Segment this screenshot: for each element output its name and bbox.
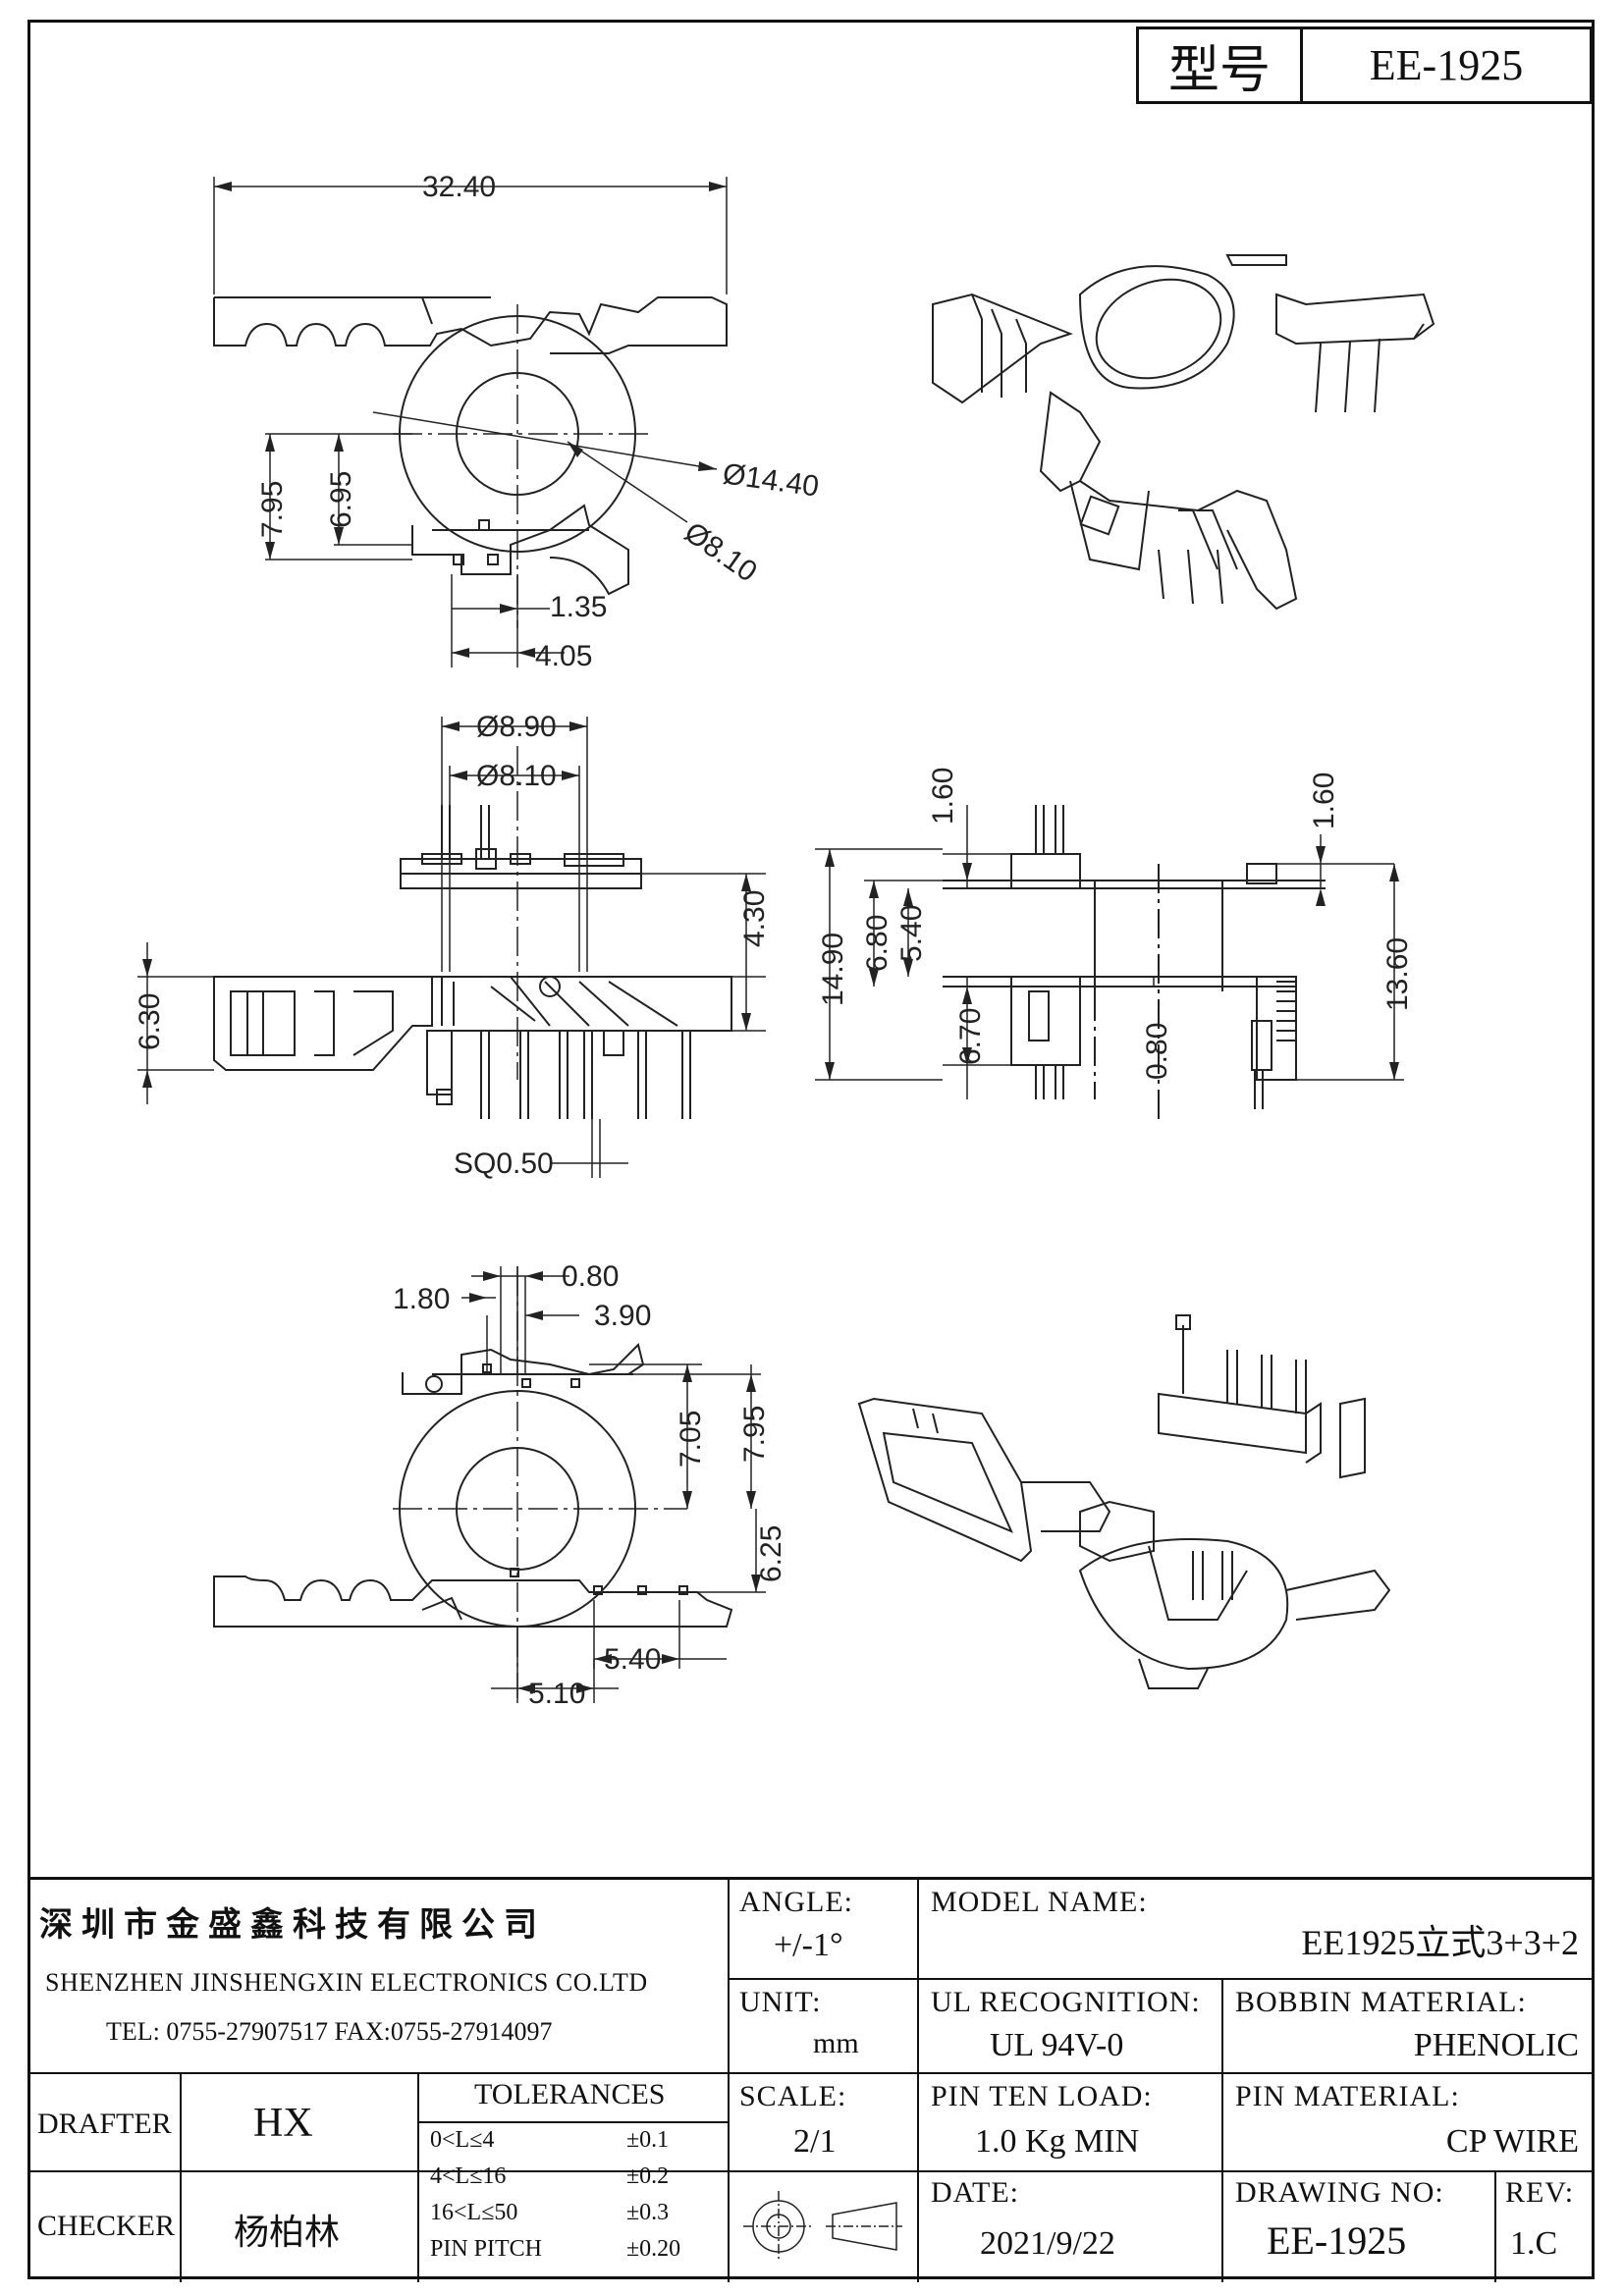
dim-0-80: 0.80 [1141,1023,1173,1080]
pin-material-value: CP WIRE [1445,2123,1579,2160]
dim-7-05: 7.05 [675,1411,707,1468]
dim-5-40b: 5.40 [604,1643,661,1676]
dim-1-60b: 1.60 [1308,773,1340,829]
rev-value: 1.C [1510,2225,1558,2262]
dim-dia-8-10b: Ø8.10 [476,760,557,792]
dim-32-40: 32.40 [422,171,496,203]
dim-6-95: 6.95 [325,471,357,528]
checker-value: 杨柏林 [234,2213,341,2253]
bobbin-material-label: BOBBIN MATERIAL: [1235,1986,1527,2018]
tolerance-range-4: PIN PITCH [430,2236,543,2262]
front-view-bottom [213,1266,733,1698]
pin-material-label: PIN MATERIAL: [1235,2080,1460,2112]
drafter-label: DRAFTER [37,2108,172,2140]
angle-label: ANGLE: [739,1886,853,1918]
dim-sq-0-50: SQ0.50 [454,1148,554,1180]
dim-3-90: 3.90 [594,1300,651,1332]
dim-6-70: 6.70 [954,1008,987,1065]
dim-5-40: 5.40 [895,905,928,962]
model-name-value: EE1925立式3+3+2 [1301,1923,1579,1962]
ul-label: UL RECOGNITION: [931,1986,1201,2018]
date-value: 2021/9/22 [980,2225,1115,2262]
model-box: 型号 EE-1925 [1136,27,1593,104]
dim-6-30: 6.30 [134,993,166,1050]
checker-label: CHECKER [37,2210,176,2242]
isometric-view-top [932,254,1435,611]
tolerance-range-3: 16<L≤50 [430,2200,518,2225]
drafter-value: HX [253,2101,313,2146]
drawing-no-label: DRAWING NO: [1235,2176,1444,2209]
dim-4-05: 4.05 [535,640,592,672]
pin-load-value: 1.0 Kg MIN [975,2123,1140,2160]
dim-13-60: 13.60 [1381,937,1414,1011]
pin-load-label: PIN TEN LOAD: [931,2080,1153,2112]
dim-1-80: 1.80 [393,1283,450,1315]
drawing-no-value: EE-1925 [1267,2218,1407,2263]
scale-value: 2/1 [793,2123,837,2160]
dim-1-60a: 1.60 [927,768,959,825]
dim-6-25: 6.25 [755,1525,787,1582]
drawing-frame [27,20,1595,2279]
side-view-right [943,805,1326,1119]
company-name-cn: 深圳市金盛鑫科技有限公司 [39,1905,546,1945]
side-view-left [213,746,732,1119]
front-view-top [213,296,728,628]
model-label: 型号 [1139,29,1303,101]
dim-4-30: 4.30 [738,890,771,947]
bobbin-material-value: PHENOLIC [1413,2027,1579,2063]
technical-drawing: 32.40 Ø14.40 Ø8.10 7.95 6.95 1.35 4.05 Ø… [134,171,1435,1710]
dim-14-90: 14.90 [817,933,849,1006]
company-name-en: SHENZHEN JINSHENGXIN ELECTRONICS CO.LTD [45,1968,648,1997]
unit-value: mm [813,2027,859,2059]
tolerance-range-2: 4<L≤16 [430,2163,507,2189]
projection-symbol-icon [743,2191,902,2262]
tolerance-range-1: 0<L≤4 [430,2127,495,2153]
dim-dia-8-90: Ø8.90 [476,711,557,743]
dim-dia-8-10: Ø8.10 [678,516,763,589]
tolerance-value-2: ±0.2 [626,2163,670,2189]
dim-6-80: 6.80 [861,915,893,972]
dim-7-95b: 7.95 [738,1406,771,1463]
scale-label: SCALE: [739,2080,847,2112]
ul-value: UL 94V-0 [990,2027,1124,2063]
tolerance-value-1: ±0.1 [626,2127,670,2153]
unit-label: UNIT: [739,1986,822,2018]
dim-7-95: 7.95 [256,481,289,538]
dim-1-35: 1.35 [550,591,607,623]
tolerances-label: TOLERANCES [474,2078,666,2110]
model-value: EE-1925 [1369,41,1524,89]
tolerance-value-3: ±0.3 [626,2200,670,2225]
date-label: DATE: [931,2176,1019,2209]
angle-value: +/-1° [774,1927,843,1963]
title-block: 深圳市金盛鑫科技有限公司 SHENZHEN JINSHENGXIN ELECTR… [27,1877,1595,2282]
dim-0-80b: 0.80 [562,1260,619,1293]
isometric-view-bottom [857,1314,1391,1689]
tolerance-value-4: ±0.20 [626,2236,681,2262]
dim-dia-14-40: Ø14.40 [721,457,821,503]
model-name-label: MODEL NAME: [931,1886,1148,1918]
company-contact: TEL: 0755-27907517 FAX:0755-27914097 [106,2017,553,2046]
dim-5-10: 5.10 [528,1678,585,1710]
rev-label: REV: [1505,2176,1575,2209]
